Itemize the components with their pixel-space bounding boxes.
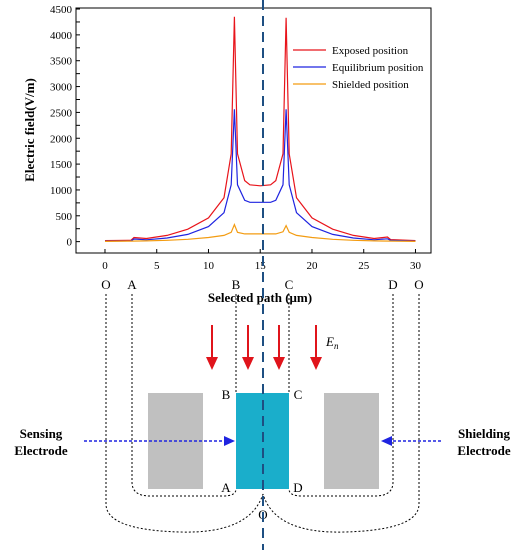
legend: Exposed position Equilibrium position Sh…: [293, 45, 424, 91]
plot-frame: [75, 7, 432, 254]
x-axis-label: Selected path (μm): [208, 290, 312, 305]
y-tick-label: 4500: [50, 4, 73, 16]
point-D: D: [388, 277, 397, 292]
x-axis-ticks: 0 5 10 15 20 25 30: [102, 249, 421, 272]
y-axis-ticks: 0 500 1000 1500 2000 2500 3000 3500 4000 4500: [50, 4, 80, 249]
x-tick-label: 0: [102, 260, 108, 272]
y-axis-label: Electric field(V/m): [22, 78, 37, 182]
shielding-label-line2: Electrode: [457, 443, 510, 458]
x-tick-label: 15: [255, 260, 267, 272]
series-line-1: [104, 109, 416, 242]
sensing-label-line1: Sensing: [20, 426, 63, 441]
y-tick-label: 2000: [50, 133, 73, 145]
y-tick-label: 500: [56, 211, 73, 223]
series-line-2: [104, 223, 416, 242]
chart: 0 500 1000 1500 2000 2500 3000 3500 4000 4500 0 5 1…: [22, 4, 432, 305]
electrode-corner-D: D: [293, 480, 302, 495]
x-tick-label: 5: [154, 260, 160, 272]
field-label: En: [325, 334, 339, 351]
red-arrow-1: [206, 325, 218, 370]
point-B: B: [232, 277, 241, 292]
point-O-right: O: [414, 277, 423, 292]
red-arrow-4: [310, 325, 322, 370]
electrode-corner-C: C: [294, 387, 303, 402]
y-tick-label: 0: [67, 237, 73, 249]
sensing-arrow: [84, 436, 235, 446]
dotted-path-O-right: [262, 294, 420, 533]
series-lines: [104, 16, 416, 242]
dotted-path-O-left: [105, 294, 264, 533]
y-tick-label: 3500: [50, 56, 73, 68]
red-arrow-3: [273, 325, 285, 370]
y-tick-label: 2500: [50, 107, 73, 119]
shielding-arrow: [381, 436, 441, 446]
x-tick-label: 20: [306, 260, 318, 272]
electrode-corner-B: B: [222, 387, 231, 402]
right-gray-block: [324, 393, 379, 489]
series-line-0: [104, 16, 416, 242]
y-tick-label: 1000: [50, 185, 73, 197]
x-tick-label: 30: [410, 260, 422, 272]
field-arrows: [206, 325, 322, 370]
y-tick-label: 3000: [50, 82, 73, 94]
electrode-corner-A: A: [221, 480, 231, 495]
path-diagram: O A B C D O B C A D O: [14, 277, 511, 533]
shielding-label-line1: Shielding: [458, 426, 511, 441]
y-tick-label: 4000: [50, 30, 73, 42]
sensing-label-line2: Electrode: [14, 443, 67, 458]
dotted-path-A: [131, 294, 237, 497]
legend-label-shielded: Shielded position: [332, 79, 409, 91]
y-tick-label: 1500: [50, 159, 73, 171]
x-tick-label: 25: [358, 260, 370, 272]
x-tick-label: 10: [203, 260, 215, 272]
dotted-path-D: [288, 294, 394, 497]
legend-label-exposed: Exposed position: [332, 45, 409, 57]
point-A: A: [127, 277, 137, 292]
red-arrow-2: [242, 325, 254, 370]
point-O-left: O: [101, 277, 110, 292]
point-C: C: [285, 277, 294, 292]
dotted-paths: [105, 294, 420, 533]
legend-label-equilibrium: Equilibrium position: [332, 62, 424, 74]
